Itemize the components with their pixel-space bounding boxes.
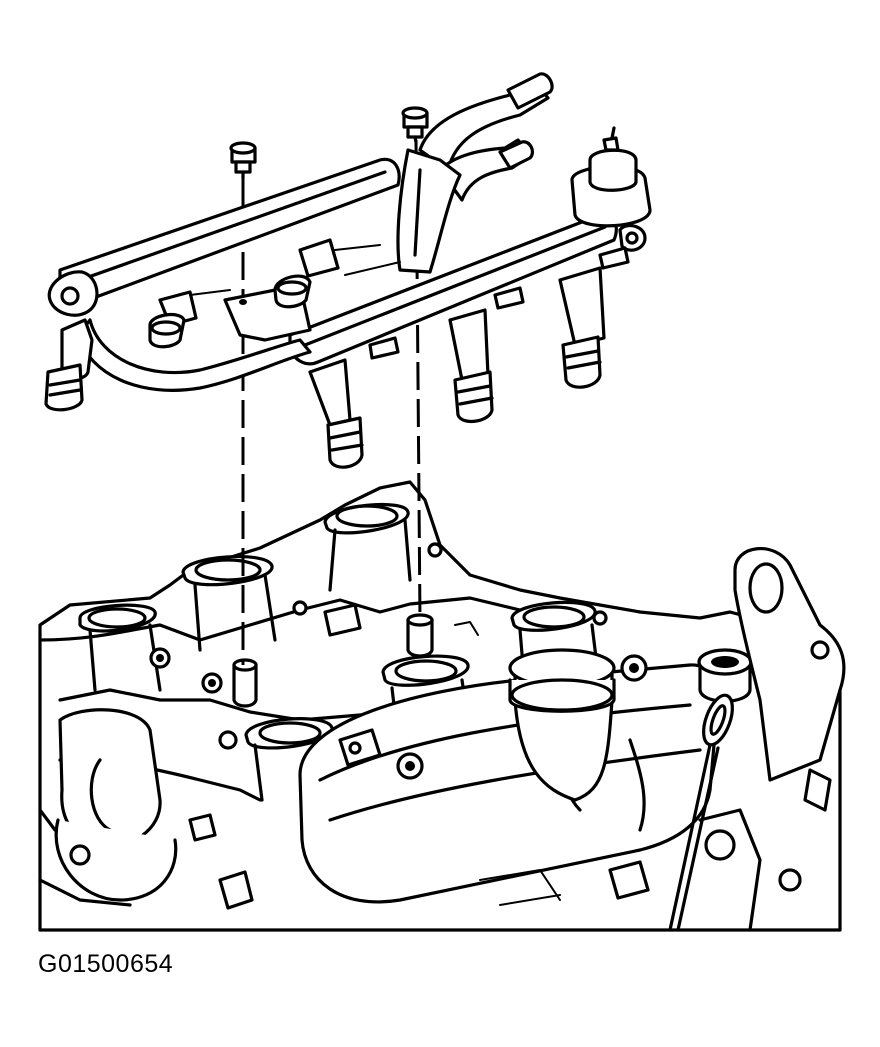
intake-port-6 <box>510 600 597 632</box>
fuel-rail-exploded-view <box>38 72 846 932</box>
pcv-fitting <box>697 648 753 703</box>
bolt-icon <box>401 106 429 144</box>
dipstick-icon <box>668 693 734 932</box>
intake-port-1 <box>78 603 157 633</box>
oil-filler-cap-icon <box>508 648 616 802</box>
fuel-injector-icon <box>44 318 94 412</box>
fuel-injector-icon <box>273 238 340 309</box>
engine-intake-manifold <box>38 480 846 932</box>
intake-port-3 <box>323 502 410 535</box>
lifting-eye-bracket <box>733 547 846 782</box>
fuel-injector-icon <box>558 266 606 389</box>
figure-code: G01500654 <box>38 950 174 978</box>
intake-port-5 <box>381 654 470 687</box>
intake-port-2 <box>181 555 274 587</box>
fuel-injector-icon <box>448 308 494 424</box>
fuel-supply-lines <box>418 72 554 202</box>
intake-port-4 <box>244 717 334 750</box>
fuel-rail-assembly <box>44 72 652 469</box>
fuel-injector-icon <box>148 290 198 349</box>
rail-mount-boss-left <box>232 658 258 708</box>
fuel-injector-icon <box>308 358 364 469</box>
pressure-regulator-icon <box>570 126 652 252</box>
bolt-icon <box>229 141 257 180</box>
rail-mount-boss-right <box>406 613 434 658</box>
